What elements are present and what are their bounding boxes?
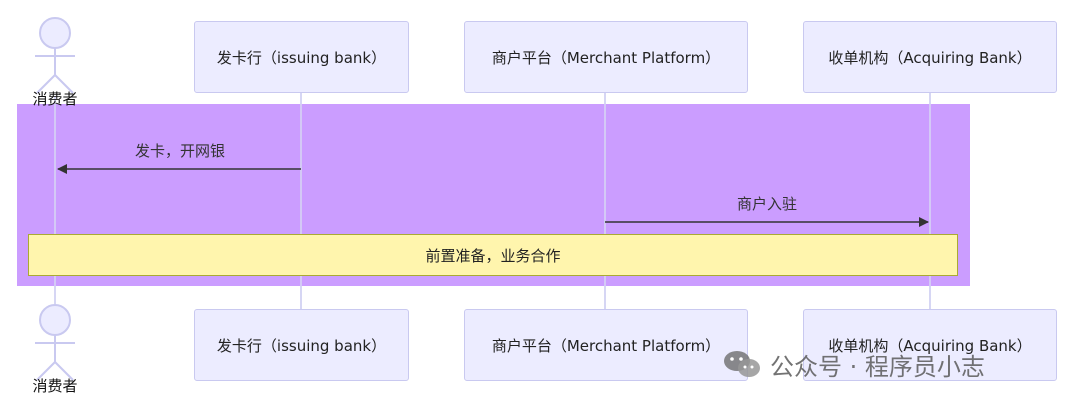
note-text: 前置准备，业务合作: [425, 246, 561, 265]
note-box: 前置准备，业务合作: [28, 234, 958, 276]
participant-label: 商户平台（Merchant Platform）: [491, 336, 721, 355]
participant-label: 发卡行（issuing bank）: [216, 336, 387, 355]
watermark: 公众号 · 程序员小志: [722, 346, 985, 382]
actor-icon-top: [35, 17, 75, 94]
message-label-card-issue: 发卡，开网银: [134, 142, 226, 160]
participant-merchant-platform-bottom: 商户平台（Merchant Platform）: [464, 309, 748, 381]
participant-label: 商户平台（Merchant Platform）: [491, 48, 721, 67]
actor-label-consumer-bottom: 消费者: [32, 377, 78, 395]
actor-icon-bottom: [35, 304, 75, 381]
participant-label: 发卡行（issuing bank）: [216, 48, 387, 67]
participant-label: 收单机构（Acquiring Bank）: [828, 48, 1032, 67]
participant-issuing-bank-bottom: 发卡行（issuing bank）: [194, 309, 409, 381]
wechat-icon: [724, 351, 760, 377]
message-label-merchant-onboard: 商户入驻: [736, 195, 798, 213]
participant-acquiring-bank-bottom: 收单机构（Acquiring Bank）: [803, 309, 1057, 381]
watermark-text: 公众号 · 程序员小志: [770, 352, 985, 381]
actor-label-consumer-top: 消费者: [32, 90, 78, 108]
participant-merchant-platform-top: 商户平台（Merchant Platform）: [464, 21, 748, 93]
participant-acquiring-bank-top: 收单机构（Acquiring Bank）: [803, 21, 1057, 93]
participant-issuing-bank-top: 发卡行（issuing bank）: [194, 21, 409, 93]
participant-label: 收单机构（Acquiring Bank）: [828, 336, 1032, 355]
